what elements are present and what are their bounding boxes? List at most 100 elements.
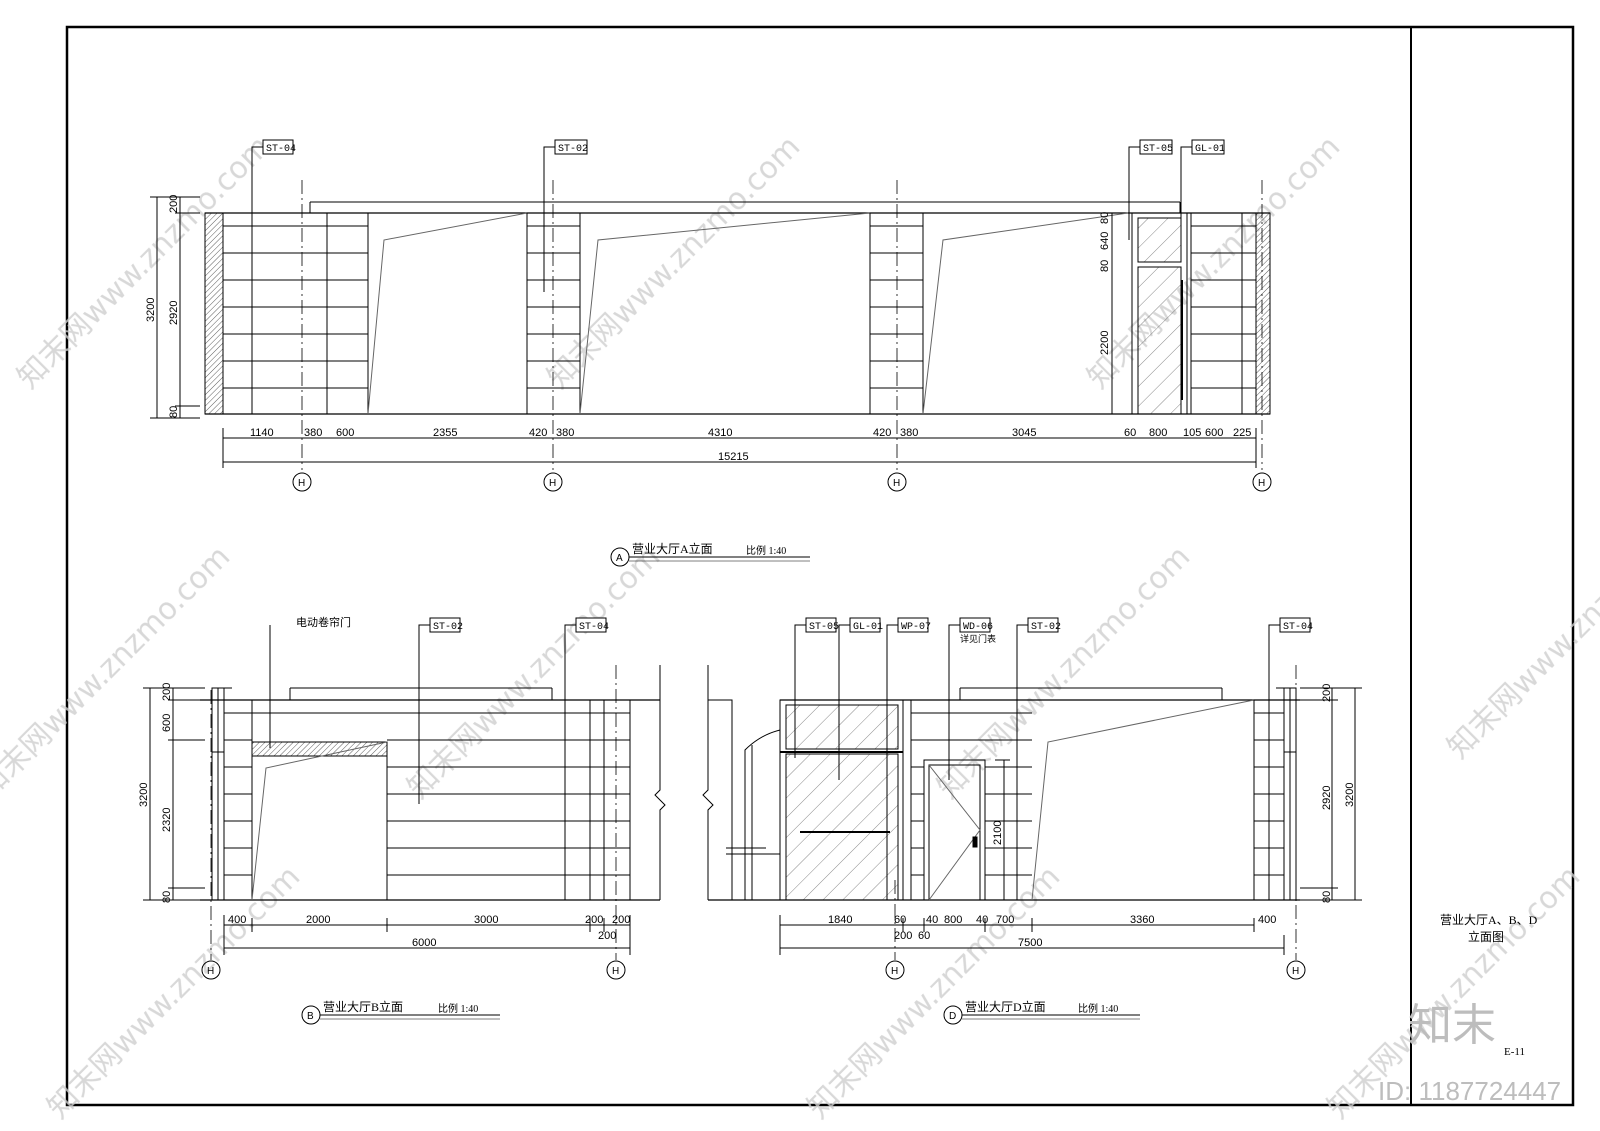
vdim-label: 2920 xyxy=(168,301,180,325)
dim-label: 40 xyxy=(926,914,938,926)
elevation-scale: 比例 1:40 xyxy=(1078,1002,1118,1015)
tag-label: ST-05 xyxy=(1143,144,1173,155)
vdim-label: 80 xyxy=(161,891,173,903)
tag-label: ST-02 xyxy=(558,144,588,155)
dim-label: 420 xyxy=(529,427,547,439)
elevation-a xyxy=(150,146,1272,567)
callout-label: 电动卷帘门 xyxy=(296,615,351,629)
dim-label: 40 xyxy=(976,914,988,926)
elevation-b xyxy=(143,624,666,1025)
elevation-d xyxy=(702,624,1362,1025)
axis-label: H xyxy=(298,478,305,489)
dim-label: 420 xyxy=(873,427,891,439)
vdim-label: 200 xyxy=(1321,684,1333,702)
axis-label: H xyxy=(612,966,619,977)
vdim-label: 3200 xyxy=(145,298,157,322)
axis-label: H xyxy=(891,966,898,977)
dim-label: 400 xyxy=(1258,914,1276,926)
dim-label: 400 xyxy=(228,914,246,926)
watermark: 知末网www.znzmo.com xyxy=(401,539,667,805)
dim-label: 200 xyxy=(894,930,912,942)
dim-total: 6000 xyxy=(412,937,436,949)
vdim-label: 80 xyxy=(168,406,180,418)
id-text: ID: 1187724447 xyxy=(1378,1076,1561,1106)
axis-label: H xyxy=(1292,966,1299,977)
tag-label: ST-04 xyxy=(266,144,296,155)
watermark: 知末网www.znzmo.com xyxy=(11,129,277,395)
dim-label: 600 xyxy=(1205,427,1223,439)
dim-label: 2000 xyxy=(306,914,330,926)
tag-label: WD-06 xyxy=(963,622,993,633)
elevation-title: 营业大厅D立面 xyxy=(965,999,1046,1014)
dim-label: 3045 xyxy=(1012,427,1036,439)
elevation-a-dimensions: 1140 380 600 2355 420 380 4310 420 380 3… xyxy=(145,195,1265,564)
elevation-d-text: ST-05 GL-01 WP-07 WD-06 详见门表 ST-02 ST-04… xyxy=(805,617,1356,1022)
elevation-scale: 比例 1:40 xyxy=(438,1002,478,1015)
elevation-title: 营业大厅A立面 xyxy=(632,541,713,556)
watermark: 知末网www.znzmo.com xyxy=(931,539,1197,805)
note-label: 详见门表 xyxy=(960,633,996,644)
elevation-a-tags: ST-04 ST-02 ST-05 GL-01 xyxy=(262,139,1225,155)
watermark: 知末网www.znzmo.com xyxy=(1081,129,1347,395)
dim-label: 105 xyxy=(1183,427,1201,439)
watermark: 知末网www.znzmo.com xyxy=(0,539,237,805)
dim-label: 380 xyxy=(556,427,574,439)
tag-label: GL-01 xyxy=(853,622,883,633)
vdim-label: 2200 xyxy=(1099,331,1111,355)
dim-label: 200 xyxy=(585,914,603,926)
dim-label: 225 xyxy=(1233,427,1251,439)
watermark: 知末网www.znzmo.com xyxy=(541,129,807,395)
axis-label: H xyxy=(549,478,556,489)
dim-label: 60 xyxy=(1124,427,1136,439)
dim-label: 200 xyxy=(598,930,616,942)
dim-label: 1140 xyxy=(250,427,274,439)
sheet-title-line2: 立面图 xyxy=(1468,929,1504,944)
dim-label: 2100 xyxy=(992,821,1004,845)
dim-label: 380 xyxy=(900,427,918,439)
dim-total: 7500 xyxy=(1018,937,1042,949)
dim-label: 3360 xyxy=(1130,914,1154,926)
tag-label: ST-04 xyxy=(579,622,609,633)
sheet-number: E-11 xyxy=(1504,1046,1525,1058)
dim-label: 60 xyxy=(918,930,930,942)
title-letter: B xyxy=(307,1011,314,1022)
watermark: 知末网www.znzmo.com xyxy=(1441,499,1600,765)
elevation-b-text: 电动卷帘门 ST-02 ST-04 400 2000 3000 200 200 … xyxy=(138,615,630,1022)
outer-frame xyxy=(65,25,1575,1107)
dim-total: 15215 xyxy=(718,451,749,463)
vdim-label: 2920 xyxy=(1321,786,1333,810)
dim-label: 600 xyxy=(336,427,354,439)
tag-label: ST-02 xyxy=(1031,622,1061,633)
tag-label: ST-04 xyxy=(1283,622,1313,633)
watermarks: 知末网www.znzmo.com 知末网www.znzmo.com 知末网www… xyxy=(0,129,1600,1125)
vdim-label: 3200 xyxy=(138,783,150,807)
axis-label: H xyxy=(1258,478,1265,489)
vdim-label: 2320 xyxy=(161,808,173,832)
dim-label: 200 xyxy=(612,914,630,926)
axis-label: H xyxy=(893,478,900,489)
tag-label: GL-01 xyxy=(1195,144,1225,155)
dim-label: 700 xyxy=(996,914,1014,926)
sheet-title-line1: 营业大厅A、B、D xyxy=(1440,913,1538,927)
vdim-label: 200 xyxy=(168,195,180,213)
dim-label: 3000 xyxy=(474,914,498,926)
brand-logo-text: 知末 xyxy=(1408,1001,1496,1050)
title-letter: A xyxy=(616,553,623,564)
dim-label: 800 xyxy=(1149,427,1167,439)
axis-label: H xyxy=(207,966,214,977)
vdim-label: 80 xyxy=(1099,260,1111,272)
title-letter: D xyxy=(949,1011,956,1022)
vdim-label: 600 xyxy=(161,714,173,732)
dim-label: 4310 xyxy=(708,427,732,439)
elevation-scale: 比例 1:40 xyxy=(746,544,786,557)
dim-label: 380 xyxy=(304,427,322,439)
elevation-title: 营业大厅B立面 xyxy=(323,999,403,1014)
vdim-label: 200 xyxy=(161,683,173,701)
vdim-label: 80 xyxy=(1321,891,1333,903)
tag-label: ST-02 xyxy=(433,622,463,633)
vdim-label: 640 xyxy=(1099,232,1111,250)
vdim-label: 3200 xyxy=(1344,783,1356,807)
tag-label: WP-07 xyxy=(901,622,931,633)
dim-label: 1840 xyxy=(828,914,852,926)
